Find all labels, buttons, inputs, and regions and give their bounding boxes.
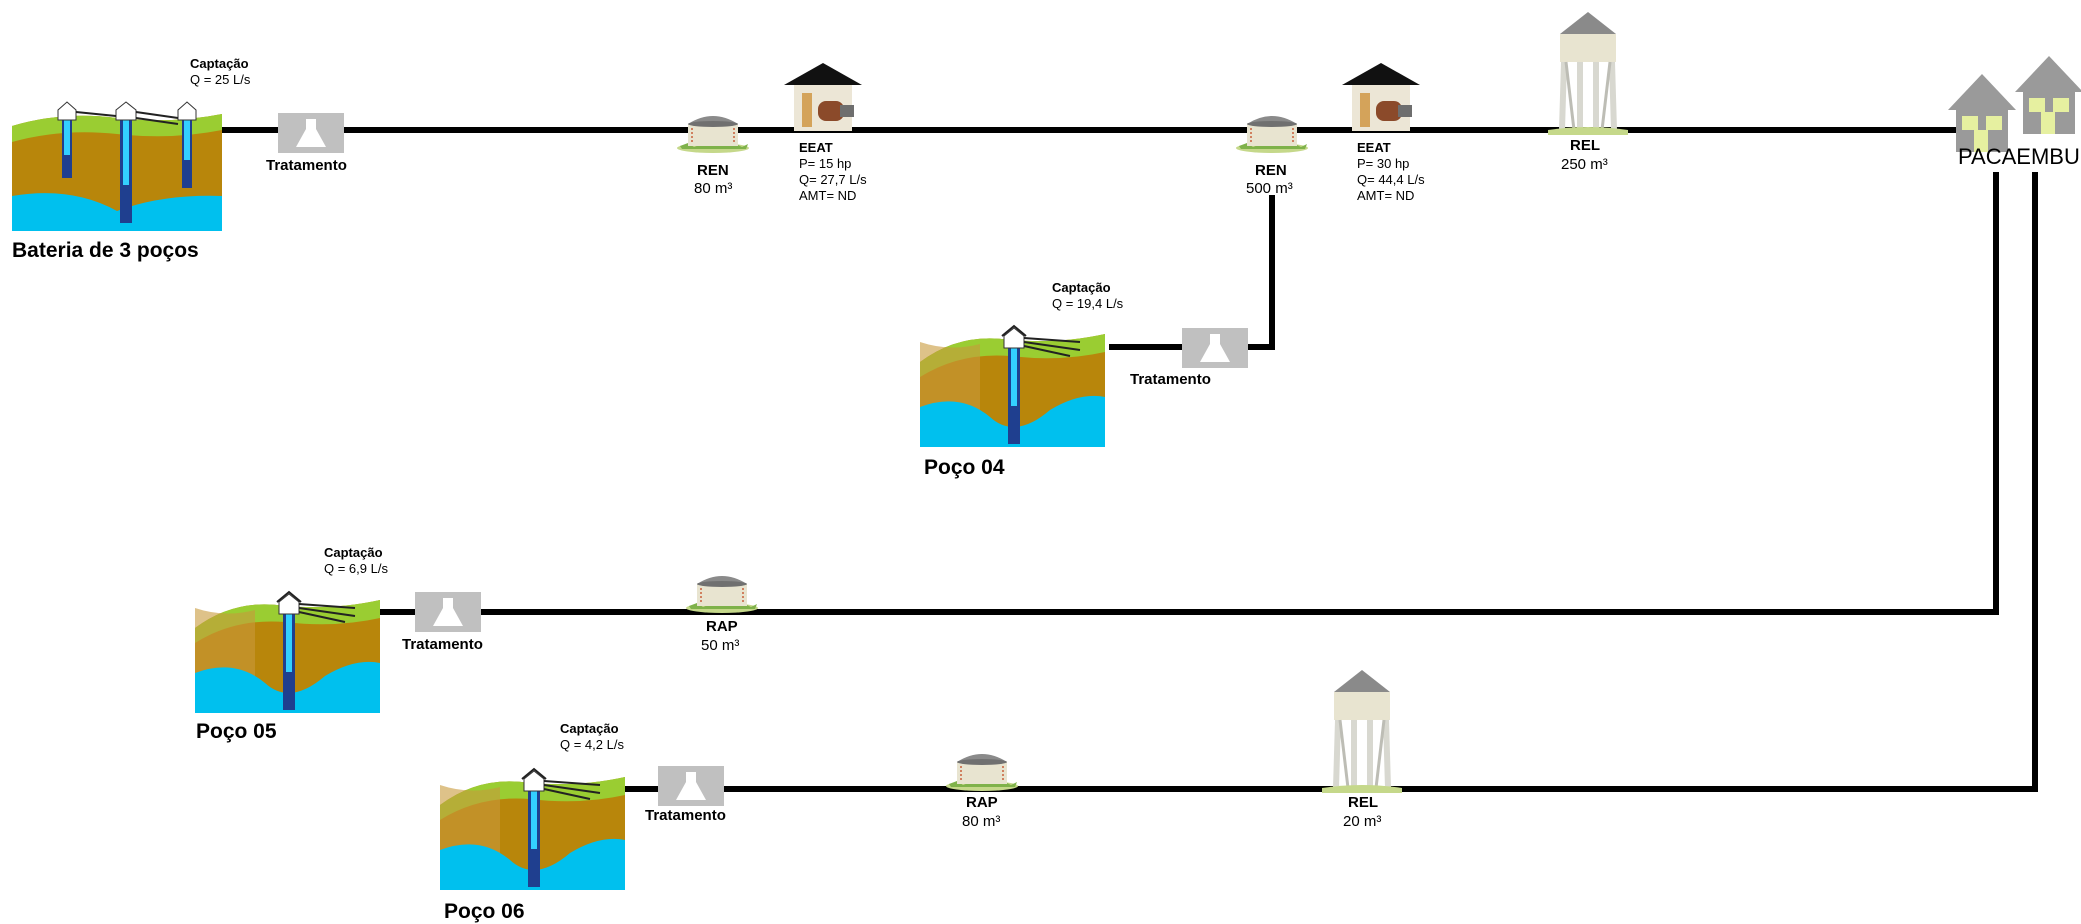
well-poco05-illustration: [194, 587, 381, 714]
eeat2-amt: AMT= ND: [1357, 188, 1415, 203]
bateria-captacao-flow: Q = 25 L/s: [190, 72, 251, 87]
poco06-captacao-title: Captação: [560, 721, 619, 736]
reservoir-rap1-icon: [685, 575, 759, 614]
well-poco06-illustration: [439, 764, 626, 891]
eeat1-title: EEAT: [799, 140, 833, 155]
reservoir-rap2-icon: [945, 753, 1019, 792]
treatment-label: Tratamento: [266, 157, 347, 174]
treatment-flask-icon: [278, 113, 344, 153]
pump-station-eeat2-icon: [1342, 63, 1420, 131]
reservoir-rel1-tower-icon: [1548, 12, 1628, 135]
treatment-flask-icon: [415, 592, 481, 632]
well-battery-illustration: [11, 95, 223, 232]
reservoir-ren1-type: REN: [697, 162, 729, 179]
reservoir-ren1-volume: 80 m³: [694, 180, 733, 197]
eeat2-power: P= 30 hp: [1357, 156, 1410, 171]
reservoir-ren2-volume: 500 m³: [1246, 180, 1293, 197]
treatment-label: Tratamento: [402, 636, 483, 653]
poco06-captacao-flow: Q = 4,2 L/s: [560, 737, 624, 752]
reservoir-ren2-icon: [1235, 115, 1309, 154]
reservoir-rel1-type: REL: [1570, 137, 1600, 154]
eeat1-amt: AMT= ND: [799, 188, 857, 203]
poco05-captacao-flow: Q = 6,9 L/s: [324, 561, 388, 576]
poco06-well-name: Poço 06: [444, 900, 525, 923]
reservoir-rap2-volume: 80 m³: [962, 813, 1001, 830]
poco05-well-name: Poço 05: [196, 720, 277, 743]
eeat1-power: P= 15 hp: [799, 156, 852, 171]
pump-station-eeat1-icon: [784, 63, 862, 131]
treatment-label: Tratamento: [645, 807, 726, 824]
eeat1-flow: Q= 27,7 L/s: [799, 172, 867, 187]
reservoir-rap1-volume: 50 m³: [701, 637, 740, 654]
eeat2-title: EEAT: [1357, 140, 1391, 155]
reservoir-ren1-icon: [676, 115, 750, 154]
treatment-label: Tratamento: [1130, 371, 1211, 388]
reservoir-rel1-volume: 250 m³: [1561, 156, 1608, 173]
treatment-flask-icon: [1182, 328, 1248, 368]
well-poco04-illustration: [919, 321, 1106, 448]
poco04-captacao-title: Captação: [1052, 280, 1111, 295]
reservoir-rel2-volume: 20 m³: [1343, 813, 1382, 830]
eeat2-flow: Q= 44,4 L/s: [1357, 172, 1425, 187]
bateria-well-name: Bateria de 3 poços: [12, 239, 199, 262]
city-name: PACAEMBU: [1958, 144, 2080, 169]
reservoir-rap1-type: RAP: [706, 618, 738, 635]
pipelines: [212, 127, 2038, 792]
reservoir-rel2-type: REL: [1348, 794, 1378, 811]
treatment-flask-icon: [658, 766, 724, 806]
poco04-well-name: Poço 04: [924, 456, 1005, 479]
city-houses-icon: [1948, 56, 2081, 152]
poco04-captacao-flow: Q = 19,4 L/s: [1052, 296, 1124, 311]
bateria-captacao-title: Captação: [190, 56, 249, 71]
reservoir-rel2-tower-icon: [1322, 670, 1402, 793]
reservoir-ren2-type: REN: [1255, 162, 1287, 179]
poco05-captacao-title: Captação: [324, 545, 383, 560]
reservoir-rap2-type: RAP: [966, 794, 998, 811]
